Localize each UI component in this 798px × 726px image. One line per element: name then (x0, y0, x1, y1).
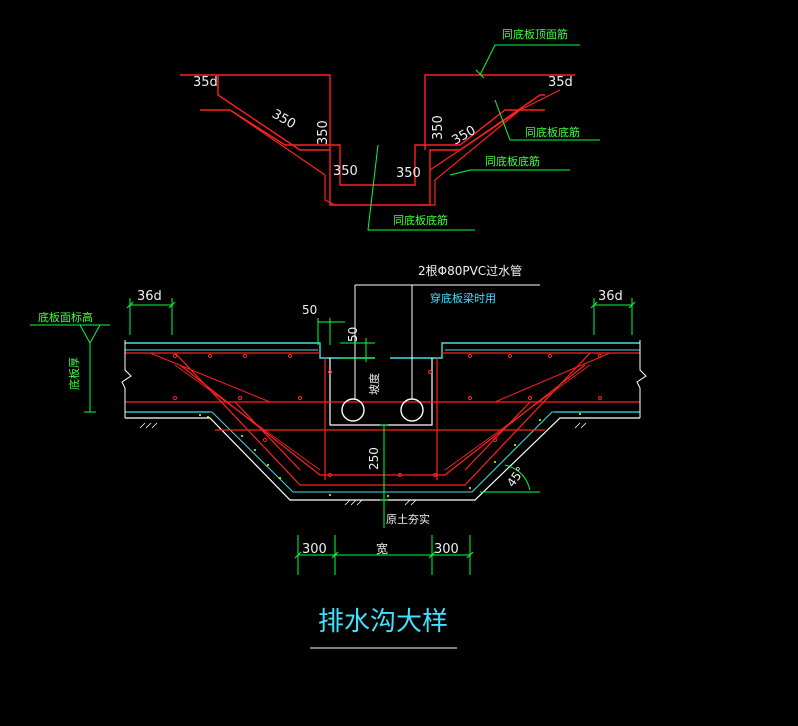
drawing-title: 排水沟大样 (318, 607, 448, 637)
rebar-u-4 (464, 401, 531, 471)
dim-300-left: 300 (302, 542, 327, 557)
rebar-top-right (424, 74, 575, 150)
leader-bottom-1 (494, 99, 600, 141)
rebar-diag-left-2 (174, 364, 321, 471)
leader-bottom-3 (367, 144, 475, 231)
section-detail: 2根Φ80PVC过水管 穿底板梁时用 36d (30, 263, 647, 575)
rebar-u-3 (234, 401, 301, 471)
angle-arc (504, 464, 531, 491)
elevation-marker (30, 324, 110, 413)
label-bottom-rebar-3: 同底板底筋 (393, 213, 448, 227)
dim-50 (317, 318, 375, 362)
dim-bottom (294, 535, 474, 575)
rebar-diag-right-2 (444, 364, 591, 471)
ditch-outer-cyan (125, 411, 640, 493)
slab-top-line-right (390, 342, 640, 359)
dim-50-h: 50 (302, 303, 317, 317)
dim-right-anchor (590, 298, 636, 335)
label-bottom-rebar-2: 同底板底筋 (485, 154, 540, 168)
rebar-top-left (180, 74, 331, 150)
rebar-inner-right (375, 109, 545, 186)
slope-text: 坡度 (367, 373, 381, 395)
dim-right-anchor-label: 36d (598, 289, 623, 304)
soil-hatch (139, 422, 587, 506)
width-label: 宽 (376, 541, 388, 556)
rebar-long (429, 89, 561, 171)
label-bottom-rebar-1: 同底板底筋 (525, 125, 580, 139)
pipe-note: 2根Φ80PVC过水管 (418, 263, 522, 278)
dim-left-anchor-label: 36d (137, 289, 162, 304)
dim-bottom-left: 350 (333, 164, 358, 179)
leader-bottom-2 (449, 169, 570, 176)
label-top-rebar: 同底板顶面筋 (502, 27, 568, 41)
dim-300-right: 300 (434, 542, 459, 557)
rebar-dots (172, 353, 603, 478)
rebar-u-outer (174, 352, 591, 486)
dim-bottom-right: 350 (396, 166, 421, 181)
rebar-inner-left (200, 109, 375, 186)
rebar-bottom-u-right (420, 109, 521, 206)
aggregate-dots (199, 413, 581, 497)
dim-left-anchor (126, 298, 176, 335)
anchor-right-label: 35d (548, 75, 573, 90)
leader-top-rebar (479, 44, 580, 76)
dim-vert-right: 350 (431, 115, 446, 140)
break-mark-right (636, 340, 647, 418)
rebar-bottom-u (229, 109, 336, 206)
slab-thickness-label: 底板厚 (67, 357, 81, 390)
dim-vert-left: 350 (316, 120, 331, 145)
soil-note: 原土夯实 (386, 512, 430, 526)
elev-label: 底板面标高 (38, 310, 93, 324)
dim-50-v: 50 (346, 327, 360, 342)
anchor-left-label: 35d (193, 75, 218, 90)
dim-250-label: 250 (367, 447, 381, 470)
break-mark-left (121, 340, 132, 418)
rebar-diag-left (149, 352, 271, 403)
pipe-note-2: 穿底板梁时用 (430, 291, 496, 305)
rebar-u-inner (179, 364, 586, 476)
pvc-pipe-left (341, 398, 365, 422)
rebar-diag-right (494, 352, 611, 403)
leader-tick (475, 69, 485, 79)
